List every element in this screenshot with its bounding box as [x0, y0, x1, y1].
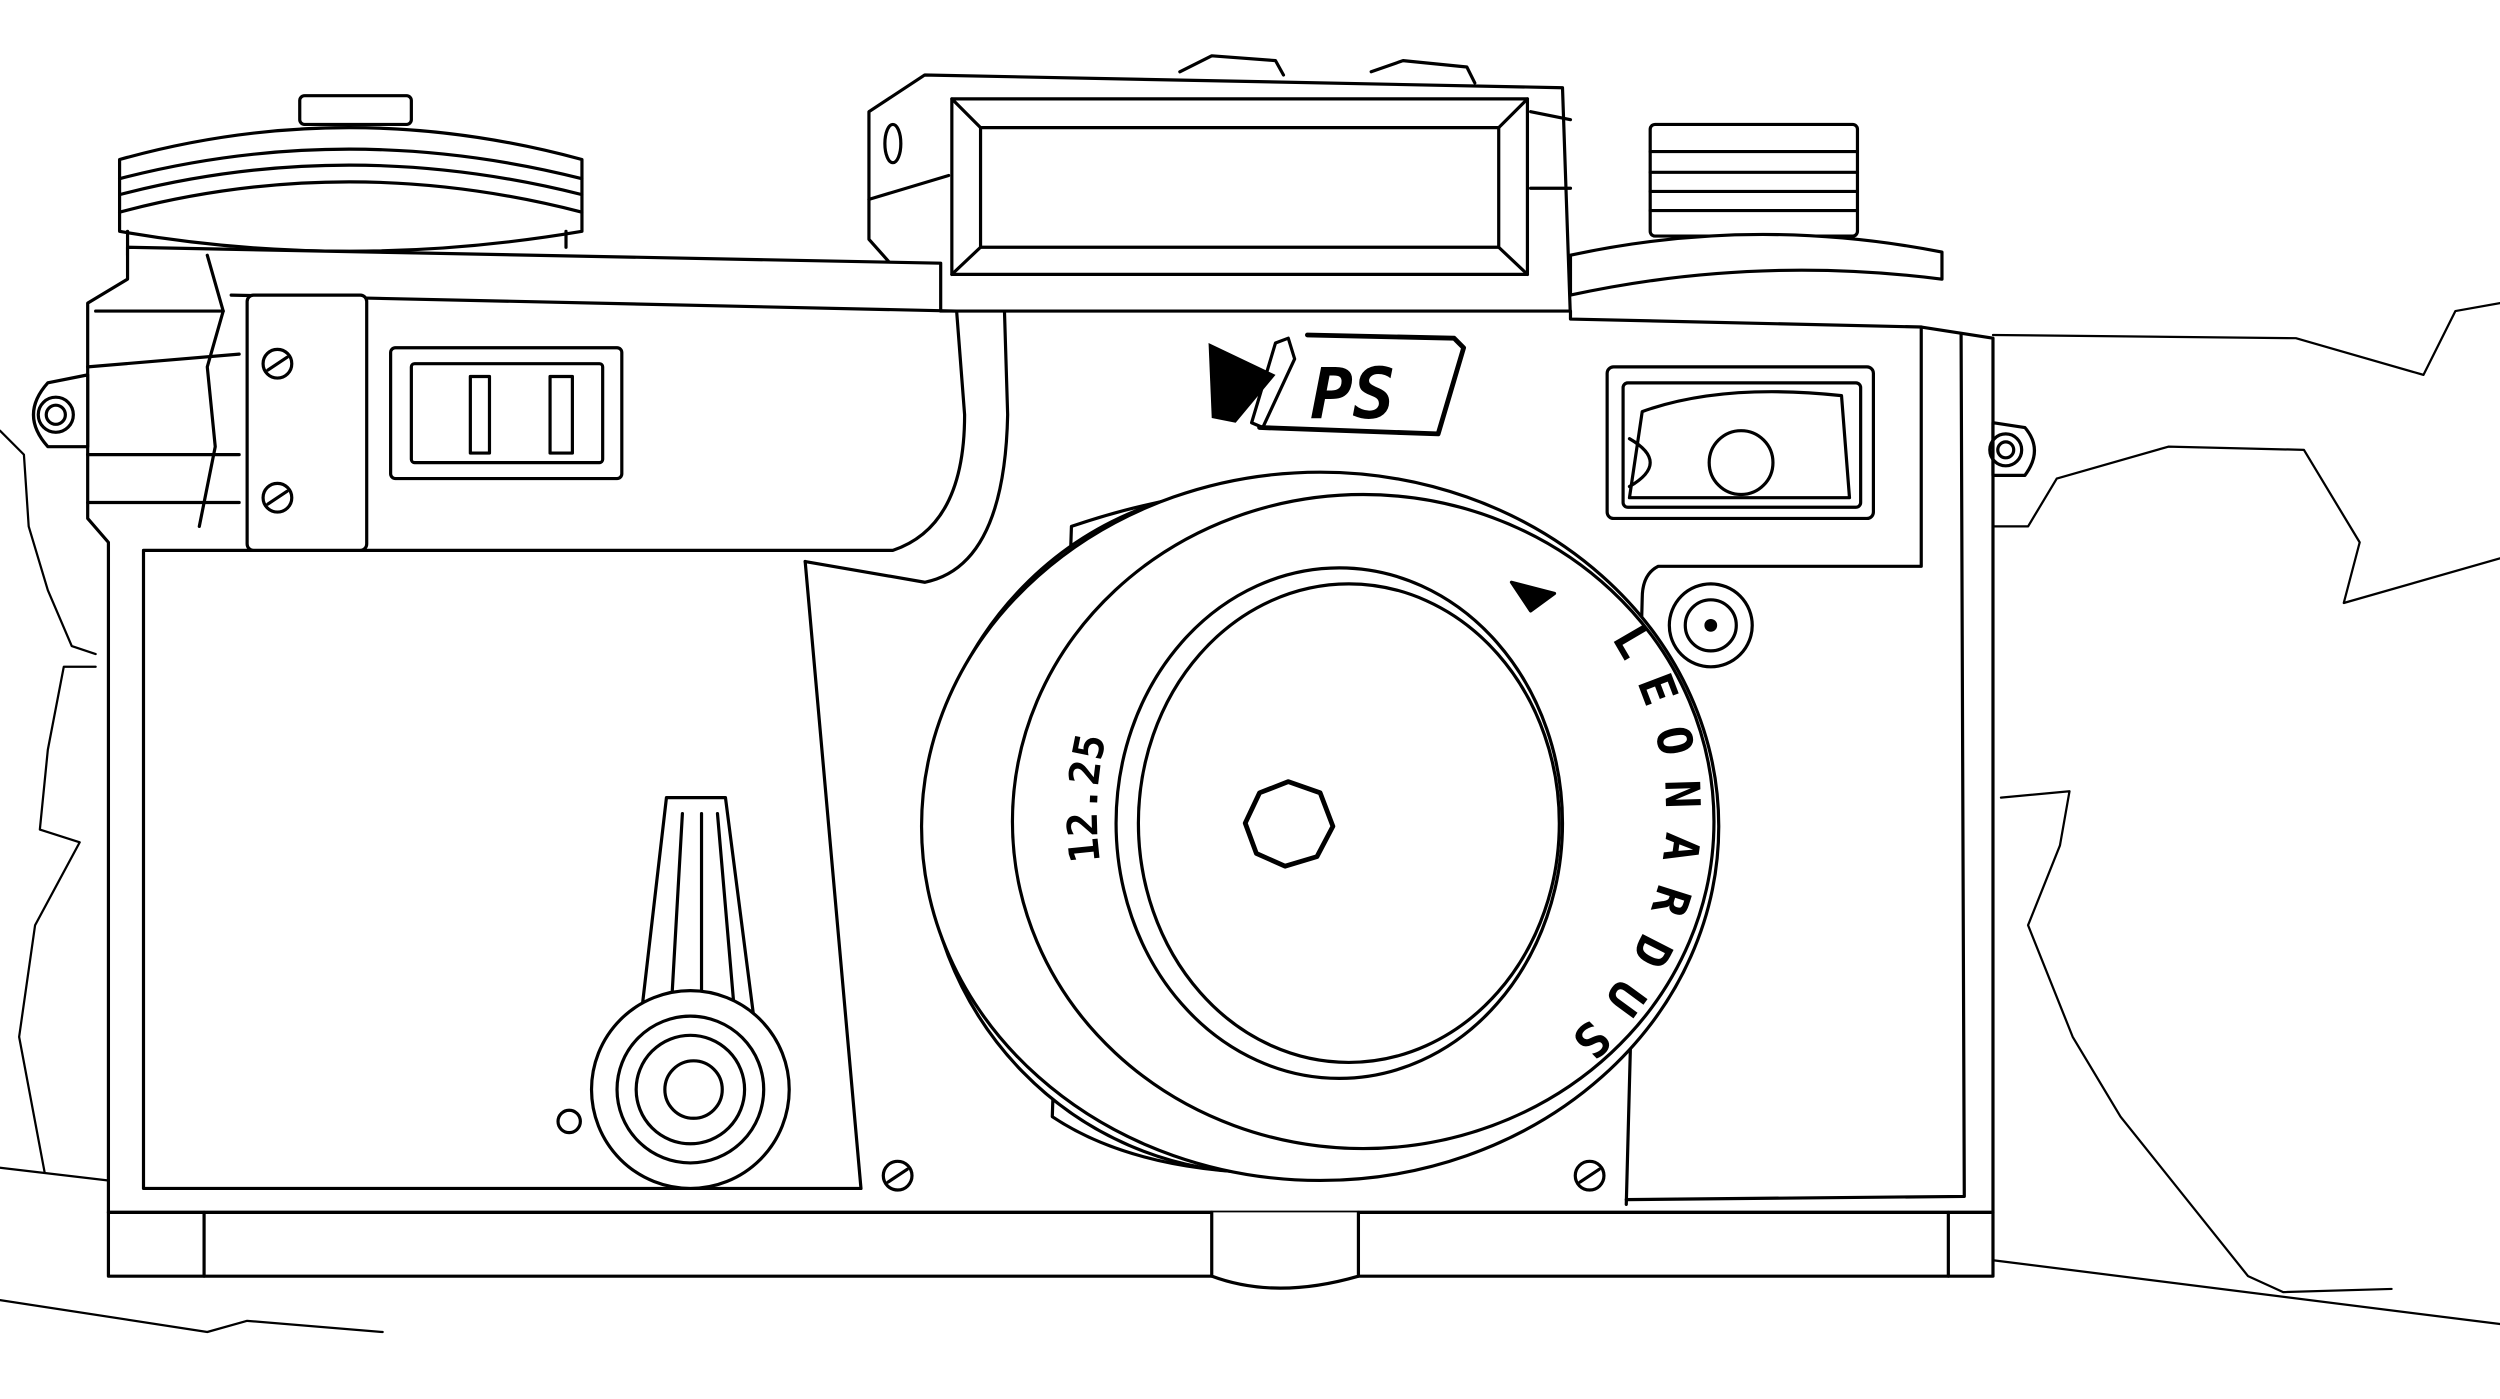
screw-icon — [261, 347, 294, 380]
strap-lug-right — [1988, 421, 2037, 477]
shutter-knob — [1568, 122, 1944, 297]
rewind-dial — [117, 94, 584, 257]
viewfinder-housing — [867, 54, 1573, 321]
advance-lever — [556, 796, 791, 1191]
logo-text: PS — [1311, 353, 1395, 435]
rangefinder-window — [1605, 365, 1875, 521]
self-timer-button — [1667, 582, 1754, 669]
background-lines — [0, 301, 2500, 1334]
screw-icon — [881, 1159, 914, 1192]
front-screws — [881, 1159, 1606, 1192]
viewfinder-window — [389, 346, 624, 481]
brand-logo: PS — [1208, 332, 1467, 437]
left-plate — [245, 293, 369, 552]
lens-focal-text: 12.25 — [1059, 730, 1116, 865]
screw-icon — [261, 481, 294, 514]
svg-text:12.25: 12.25 — [1059, 730, 1116, 865]
lens: LEONARDUS 12.25 — [919, 470, 1721, 1183]
screw-icon — [1573, 1159, 1606, 1192]
strap-lug-left — [32, 373, 90, 449]
